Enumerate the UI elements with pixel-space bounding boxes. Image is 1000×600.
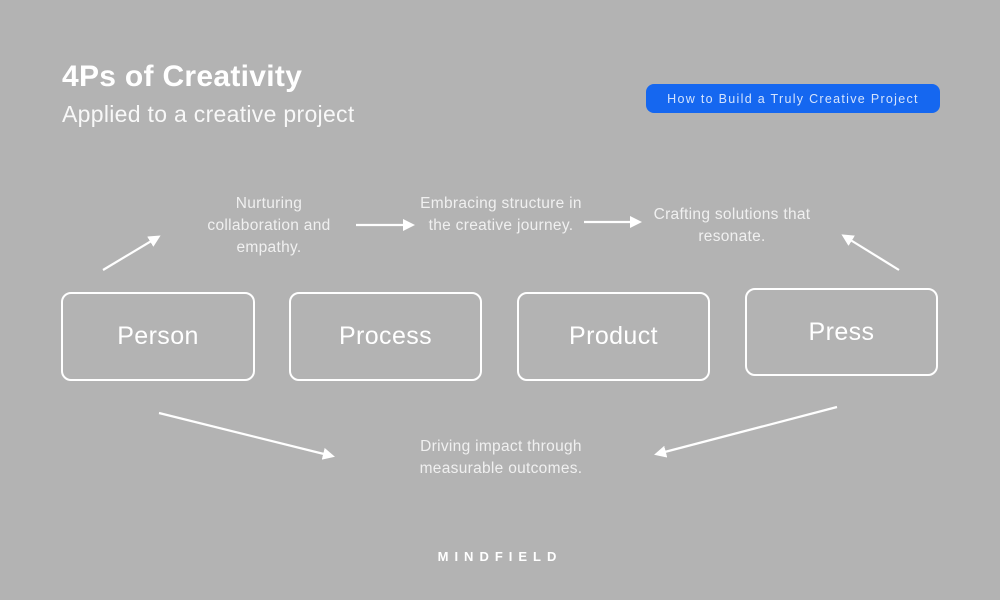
box-person: Person [61, 292, 255, 381]
page-title: 4Ps of Creativity [62, 60, 303, 93]
title-block: 4Ps of Creativity Applied to a creative … [62, 60, 355, 128]
arrow-press-to-outcome-icon [654, 405, 838, 458]
arrow-person-to-note-icon [102, 235, 161, 271]
note-process: Embracing structure in the creative jour… [420, 195, 582, 234]
note-product: Crafting solutions that resonate. [653, 206, 811, 245]
header-badge: How to Build a Truly Creative Project [646, 84, 940, 113]
note-press: Driving impact through measurable outcom… [419, 438, 583, 477]
box-press: Press [745, 288, 938, 376]
box-product: Product [517, 292, 710, 381]
arrow-press-to-note-icon [841, 234, 900, 271]
box-process: Process [289, 292, 482, 381]
note-person: Nurturing collaboration and empathy. [207, 195, 331, 256]
page-subtitle: Applied to a creative project [62, 101, 355, 127]
brand-logo: MINDFIELD [437, 549, 563, 564]
arrow-person-to-outcome-icon [158, 411, 335, 460]
